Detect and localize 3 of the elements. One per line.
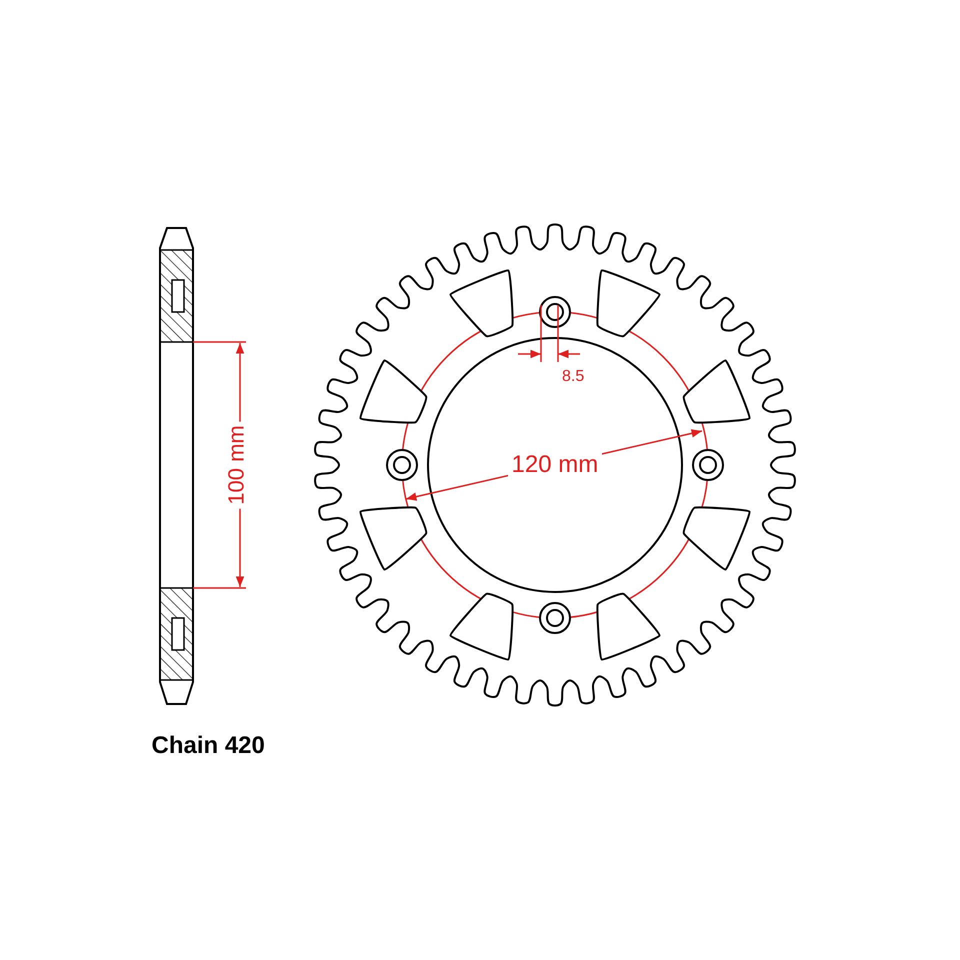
chain-size-label: Chain 420 (152, 734, 265, 758)
dimension-label: 120 mm (508, 453, 602, 477)
dimension-label: 8.5 (562, 369, 584, 385)
